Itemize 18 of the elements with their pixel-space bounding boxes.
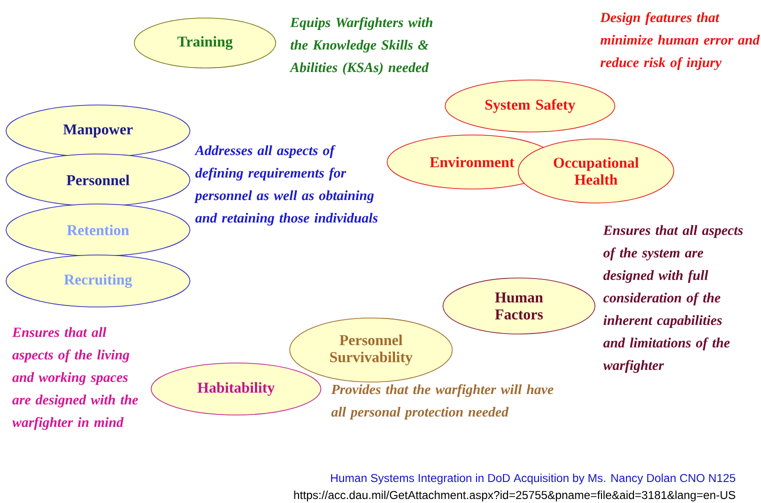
ellipse-node: Occupational Health — [518, 138, 674, 204]
ellipse-node: Habitability — [150, 362, 322, 416]
ellipse-node: Training — [134, 18, 276, 68]
ellipse-node: Personnel — [6, 154, 190, 206]
ellipse-node: Human Factors — [442, 278, 596, 334]
ellipse-node: System Safety — [444, 80, 616, 132]
description-text: Addresses all aspects of defining requirements for personnel as well as obtaining and retaining those individuals — [194, 145, 378, 226]
source-text: Human Systems Integration in DoD Acquisition by Ms. Nancy Dolan CNO N125 — [331, 474, 736, 484]
source-url: https://acc.dau.mil/GetAttachment.aspx?id=25755&pname=file&aid=3181&lang=en-US — [294, 490, 736, 502]
description-text: Equips Warfighters with the Knowledge Skills & Abilities (KSAs) needed — [289, 17, 432, 76]
ellipse-node: Manpower — [6, 104, 190, 158]
description-text: Ensures that all aspects of the living and working spaces are designed with the warfighter in mind — [12, 327, 138, 430]
ellipse-node: Personnel Survivability — [289, 318, 453, 382]
description-text: Design features that minimize human error and reduce risk of injury — [600, 12, 760, 70]
ellipse-node: Recruiting — [6, 254, 190, 308]
description-text: Provides that the warfighter will have all personal protection needed — [331, 384, 554, 420]
description-text: Ensures that all aspects of the system are designed with full consideration of the inherent capabilities and limitations of the warfighter — [603, 225, 743, 373]
ellipse-node: Retention — [6, 204, 190, 256]
